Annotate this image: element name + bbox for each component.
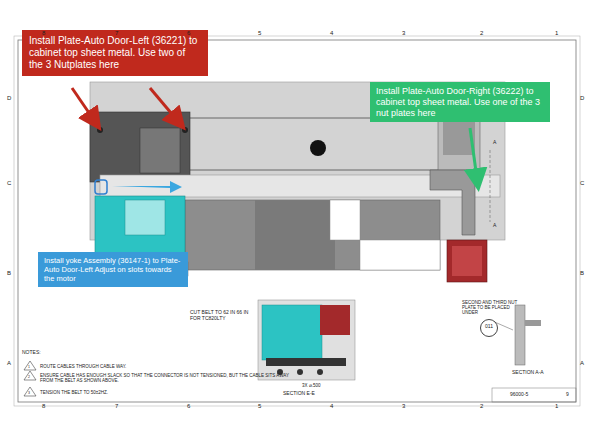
note-text: TENSION THE BELT TO 50±2HZ. [40,390,108,395]
part-number: 96000-5 [510,392,528,398]
sheet-number: 9 [566,392,569,398]
plate-right [430,170,475,235]
zone-number: 6 [187,30,190,37]
zone-letter: D [7,95,11,102]
zone-letter: B [580,270,584,277]
zone-number: 8 [42,403,45,410]
note-number: 3 [28,391,30,395]
note-text: ROUTE CABLES THROUGH CABLE WAY. [40,364,126,369]
dimension-note: CUT BELT TO 62 IN 66 IN FOR TC820LTY [190,310,252,322]
zone-number: 5 [258,30,261,37]
zone-letter: D [580,95,584,102]
zone-letter: B [7,270,11,277]
zone-number: 4 [330,403,333,410]
zone-letter: A [7,360,11,367]
note-number: 1 [28,365,30,369]
callout-text: Install Plate-Auto Door-Left (36221) to … [29,35,201,71]
zone-number: 6 [187,403,190,410]
zone-letter: C [580,180,584,187]
zone-number: 3 [402,403,405,410]
section-label: SECTION A-A [512,370,544,376]
zone-letter: C [7,180,11,187]
callout-box: Install yoke Assembly (36147-1) to Plate… [38,252,188,287]
zone-number: 7 [115,30,118,37]
zone-number: 7 [115,403,118,410]
sheet-border [18,40,576,402]
zone-number: 1 [555,403,558,410]
callout-text: Install Plate-Auto Door-Right (36222) to… [376,86,544,118]
callout-box: Install Plate-Auto Door-Right (36222) to… [370,82,550,122]
callout-text: Install yoke Assembly (36147-1) to Plate… [44,256,182,283]
zone-letter: A [580,360,584,367]
zone-number: 4 [330,30,333,37]
dimension: 3X ⌀.500 [302,383,321,388]
callout-bubble: 011 [480,319,498,337]
zone-number: 1 [555,30,558,37]
zone-number: 5 [258,403,261,410]
zone-number: 3 [402,30,405,37]
note-number: 2 [28,375,30,379]
note-text: SECOND AND THIRD NUT PLATE TO BE PLACED … [462,300,522,316]
notes-heading: NOTES: [22,350,41,356]
callout-box: Install Plate-Auto Door-Left (36221) to … [22,30,208,76]
zone-number: 8 [42,30,45,37]
section-label: SECTION E-E [283,391,315,397]
section-marker: A [493,140,496,146]
note-text: ENSURE CABLE HAS ENOUGH SLACK SO THAT TH… [40,373,300,383]
plate-left [90,112,190,182]
zone-number: 2 [480,403,483,410]
callout-text: 011 [481,323,497,329]
zone-number: 2 [480,30,483,37]
section-marker: A [493,223,496,229]
